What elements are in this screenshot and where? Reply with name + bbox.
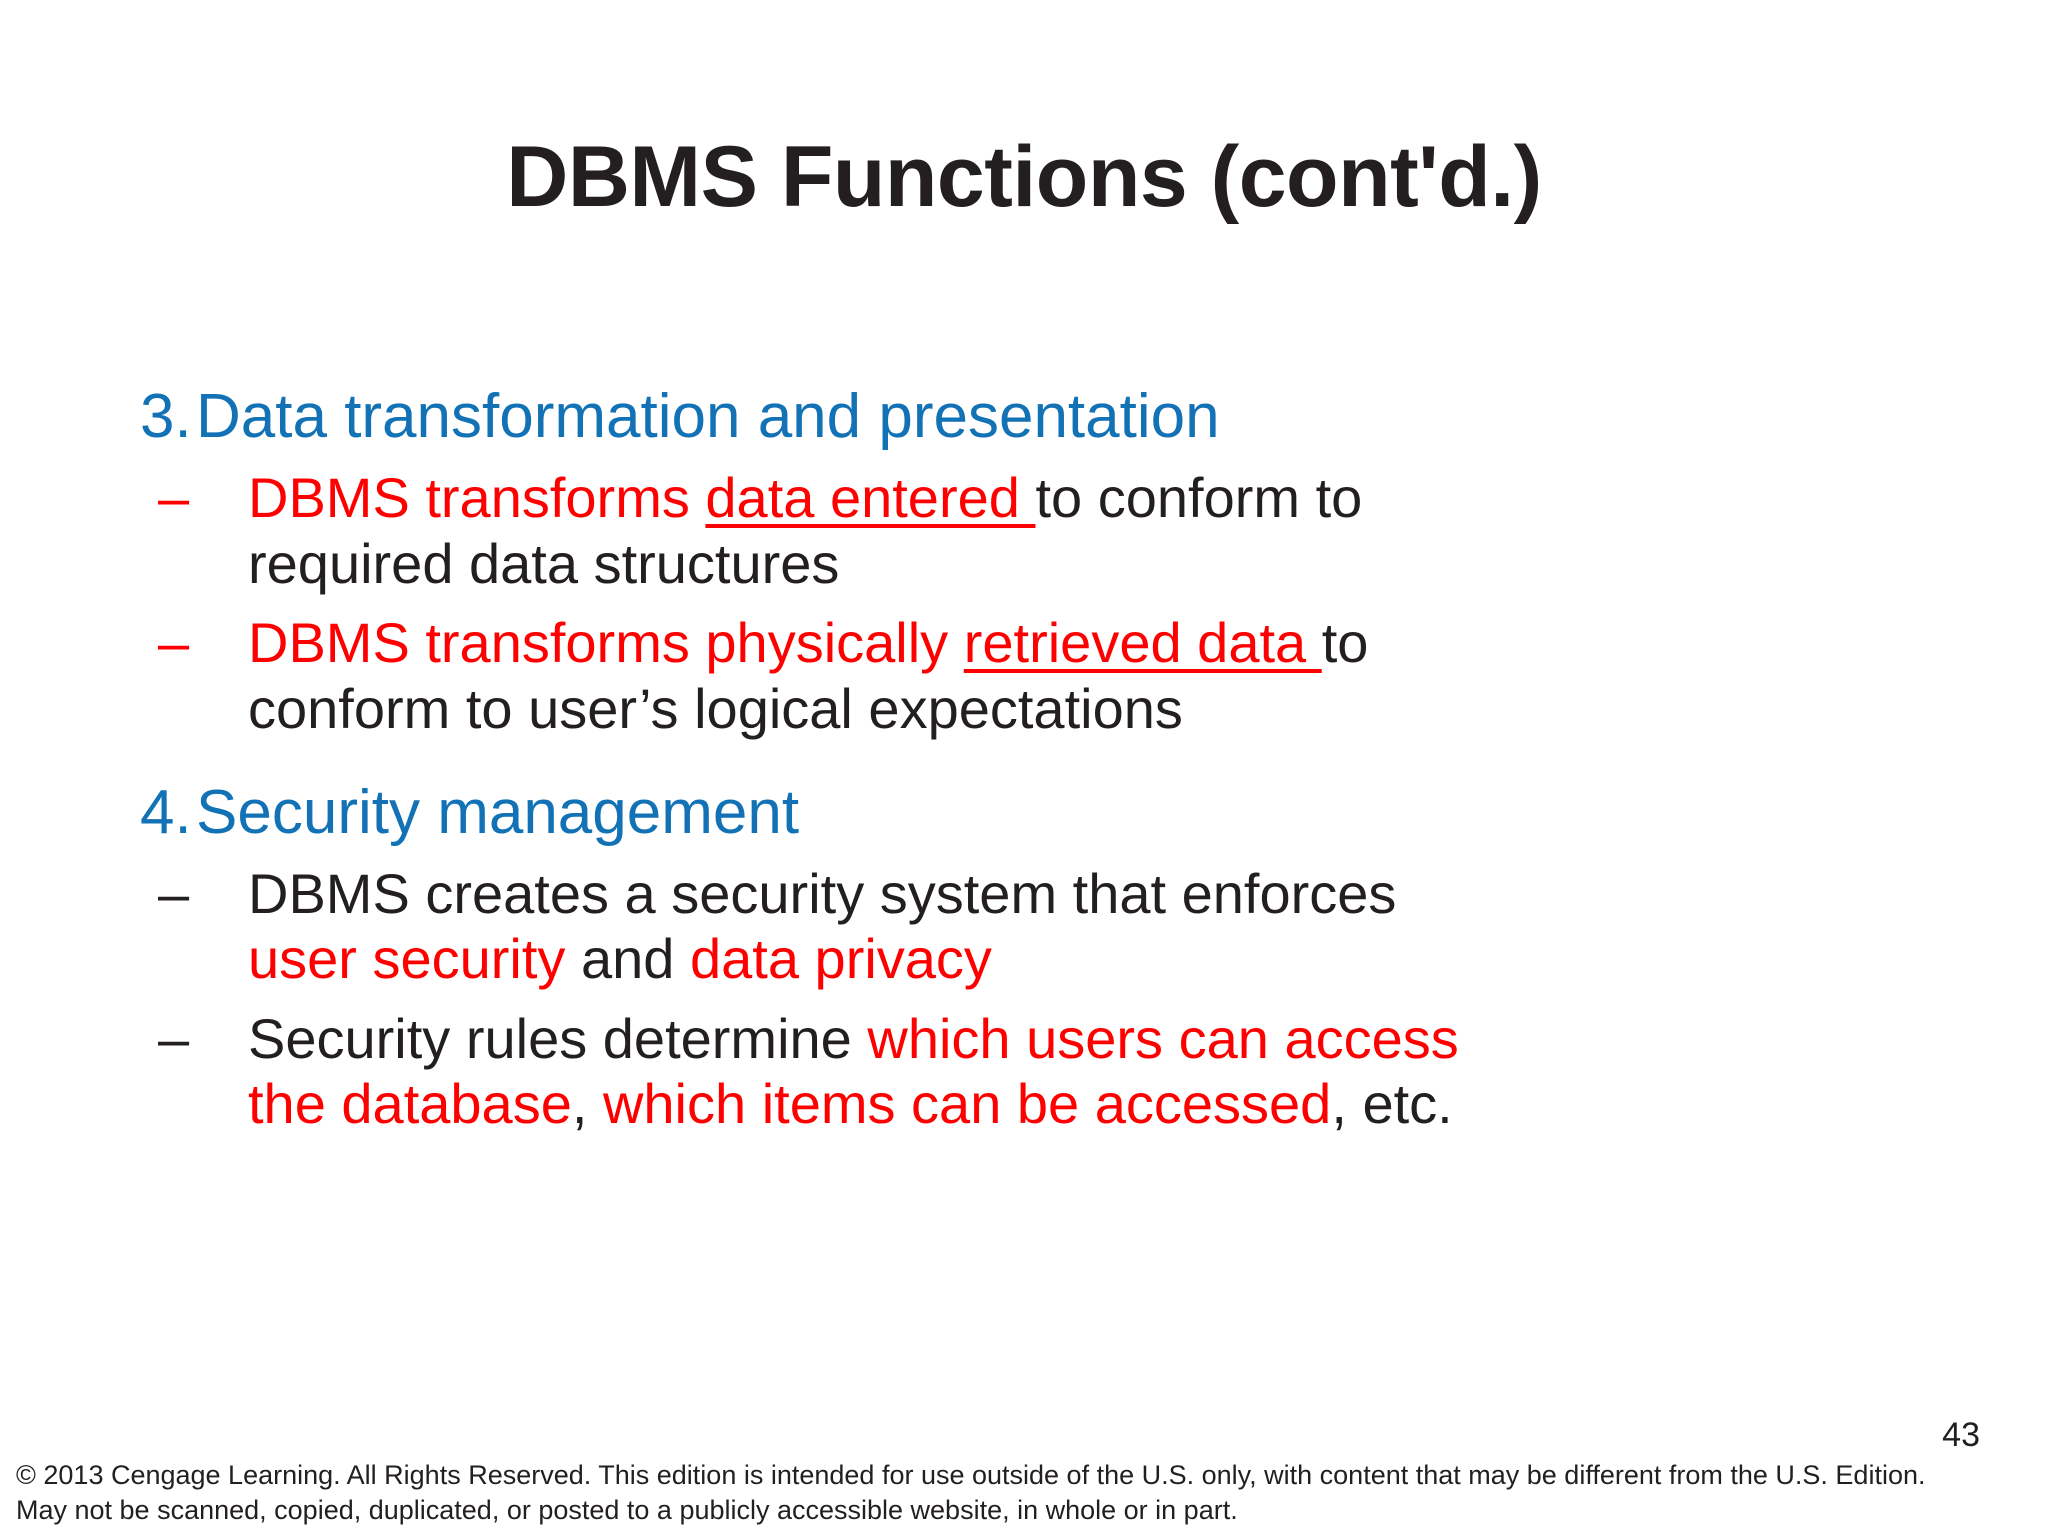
sub-bullet-4-1-line2-black-1: and [565, 927, 690, 991]
dash-bullet-icon: – [158, 1006, 190, 1070]
page-title: DBMS Functions (cont'd.) [506, 129, 1542, 225]
sub-bullet-3-2-line2: conform to user’s logical expectations [248, 676, 1183, 740]
dash-bullet-icon: – [158, 466, 190, 530]
sub-bullet-3-1-black-part: to conform to [1035, 466, 1363, 530]
list-item-3-label: Data transformation and presentation [196, 382, 1220, 451]
sub-bullet-4-2-line2-red-1: the database [248, 1072, 572, 1136]
sub-bullet-3-2: –DBMS transforms physically retrieved da… [140, 610, 1940, 741]
sub-bullet-3-1: –DBMS transforms data entered to conform… [140, 465, 1940, 596]
sub-bullet-4-2: –Security rules determine which users ca… [140, 1006, 1940, 1137]
copyright-footer: © 2013 Cengage Learning. All Rights Rese… [16, 1458, 2032, 1528]
section-spacer [140, 756, 1940, 778]
sub-bullet-3-2-underlined-part: retrieved data [963, 611, 1322, 675]
sub-bullet-3-1-underlined-part: data entered [705, 466, 1036, 530]
sub-bullet-4-1: –DBMS creates a security system that enf… [140, 861, 1940, 992]
list-item-4-label: Security management [196, 777, 800, 847]
dash-bullet-icon: – [158, 611, 190, 675]
sub-bullet-3-1-line2: required data structures [248, 531, 840, 595]
list-item-3-heading: 3.Data transformation and presentation [140, 382, 1940, 451]
sub-bullet-4-2-line2-black-1: , [571, 1072, 603, 1136]
sub-bullet-4-1-line2-red-2: data privacy [690, 927, 992, 991]
sub-bullet-4-2-line2-black-2: , etc. [1331, 1072, 1453, 1136]
sub-bullet-3-2-black-part: to [1321, 611, 1369, 675]
sub-bullet-3-2-red-part: DBMS transforms physically [248, 611, 964, 675]
sub-bullet-4-1-line2-red-1: user security [248, 927, 566, 991]
sub-bullet-4-2-red-part: which users can access [867, 1006, 1459, 1070]
sub-bullet-4-1-black-part: DBMS creates a security system that enfo… [248, 861, 1397, 925]
slide-body: 3.Data transformation and presentation –… [140, 382, 1940, 1151]
copyright-footer-line-2: May not be scanned, copied, duplicated, … [16, 1495, 1238, 1526]
dash-bullet-icon: – [158, 861, 190, 925]
list-item-3-number: 3. [140, 382, 192, 451]
page-number: 43 [1942, 1416, 1980, 1454]
list-item-4-number: 4. [140, 777, 192, 847]
sub-bullet-4-2-line2-red-2: which items can be accessed [602, 1072, 1332, 1136]
sub-bullet-3-1-red-part: DBMS transforms [248, 466, 706, 530]
sub-bullet-4-2-black-part: Security rules determine [248, 1006, 868, 1070]
list-item-4-heading: 4.Security management [140, 778, 1940, 847]
copyright-footer-line-1: © 2013 Cengage Learning. All Rights Rese… [16, 1460, 1926, 1490]
